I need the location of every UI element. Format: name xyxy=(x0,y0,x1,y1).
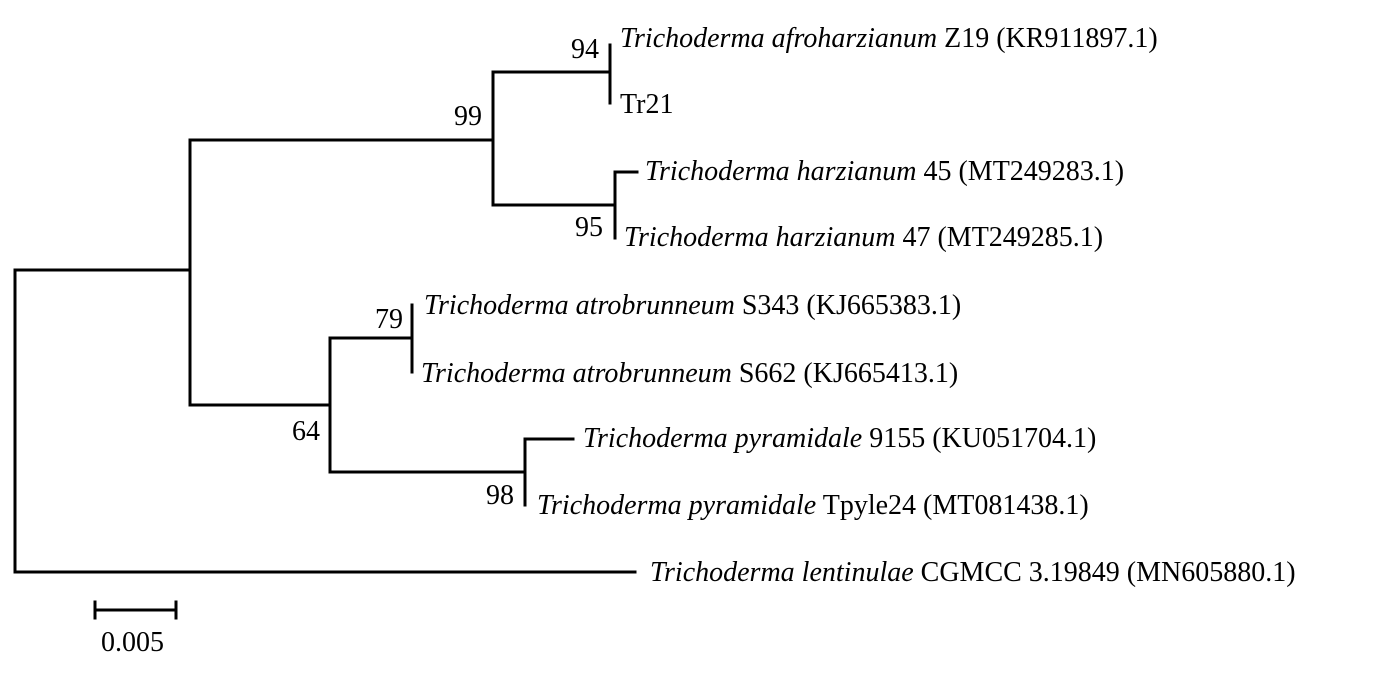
bootstrap-value: 95 xyxy=(575,212,603,243)
taxon-label: Tr21 xyxy=(620,89,673,120)
bootstrap-value: 99 xyxy=(454,101,482,132)
bootstrap-value: 79 xyxy=(375,304,403,335)
bootstrap-value: 98 xyxy=(486,480,514,511)
taxon-label: Trichoderma atrobrunneum S662 (KJ665413.… xyxy=(421,358,958,389)
taxon-label: Trichoderma pyramidale 9155 (KU051704.1) xyxy=(583,423,1096,454)
taxon-label: Trichoderma lentinulae CGMCC 3.19849 (MN… xyxy=(650,557,1296,588)
taxon-label: Trichoderma atrobrunneum S343 (KJ665383.… xyxy=(424,290,961,321)
bootstrap-value: 64 xyxy=(292,416,320,447)
taxon-label: Trichoderma pyramidale Tpyle24 (MT081438… xyxy=(537,490,1089,521)
bootstrap-value: 94 xyxy=(571,34,599,65)
taxon-label: Trichoderma afroharzianum Z19 (KR911897.… xyxy=(620,23,1158,54)
scale-bar: 0.005 xyxy=(93,600,178,658)
taxon-label: Trichoderma harzianum 45 (MT249283.1) xyxy=(645,156,1124,187)
taxon-label: Trichoderma harzianum 47 (MT249285.1) xyxy=(624,222,1103,253)
scale-bar-label: 0.005 xyxy=(101,627,164,658)
